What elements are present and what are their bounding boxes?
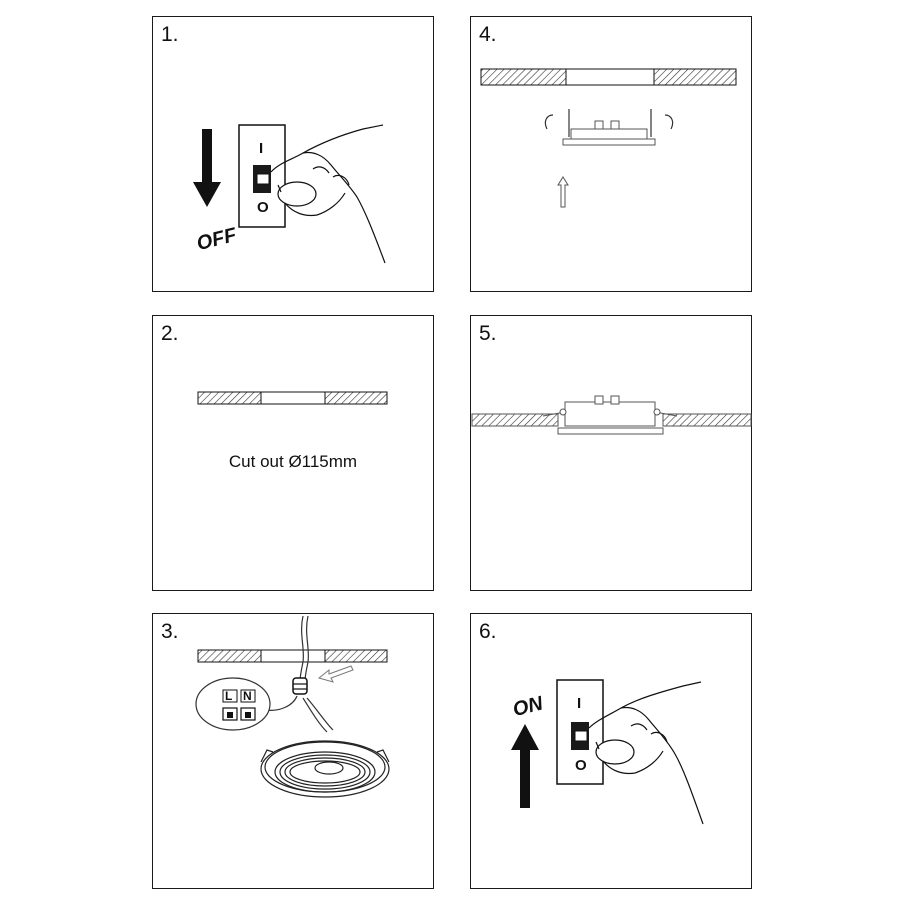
on-label: ON (511, 692, 546, 721)
terminal-l-label: L (225, 689, 232, 703)
up-arrow-icon (557, 176, 569, 208)
wall-switch-icon: I O (238, 124, 286, 228)
hand-icon (270, 124, 386, 264)
step-number: 1. (161, 23, 179, 46)
downlight-side-icon (562, 120, 656, 146)
switch-off-mark: O (257, 199, 269, 216)
downlight-installed-icon (542, 395, 678, 435)
terminal-n-label: N (243, 689, 252, 703)
step-number: 4. (479, 23, 497, 46)
wall-switch-icon: I O (556, 679, 604, 785)
step-number: 2. (161, 322, 179, 345)
terminal-block-icon: L N (195, 677, 271, 731)
switch-on-mark: I (259, 140, 263, 157)
direction-arrow-icon (317, 665, 354, 683)
step-3-panel: 3. L N (152, 613, 434, 889)
step-1-panel: 1. OFF I O (152, 16, 434, 292)
step-number: 5. (479, 322, 497, 345)
downlight-icon (260, 740, 390, 798)
ceiling-cutout-icon (480, 68, 737, 86)
switch-off-mark: O (575, 757, 587, 774)
step-5-panel: 5. (470, 315, 752, 591)
step-2-panel: 2. Cut out Ø115mm (152, 315, 434, 591)
ceiling-icon (471, 413, 752, 427)
cutout-size-label: Cut out Ø115mm (228, 452, 358, 471)
step-4-panel: 4. (470, 16, 752, 292)
spring-clip-icon (544, 109, 674, 137)
ceiling-cutout-icon (197, 649, 388, 663)
step-number: 6. (479, 620, 497, 643)
off-label: OFF (195, 224, 240, 255)
step-number: 3. (161, 620, 179, 643)
hand-icon (588, 681, 704, 825)
up-arrow-icon (511, 724, 539, 808)
step-6-panel: 6. ON I O (470, 613, 752, 889)
switch-on-mark: I (577, 695, 581, 712)
ceiling-cutout-icon (197, 391, 388, 405)
down-arrow-icon (193, 129, 221, 207)
connector-icon (292, 677, 308, 695)
